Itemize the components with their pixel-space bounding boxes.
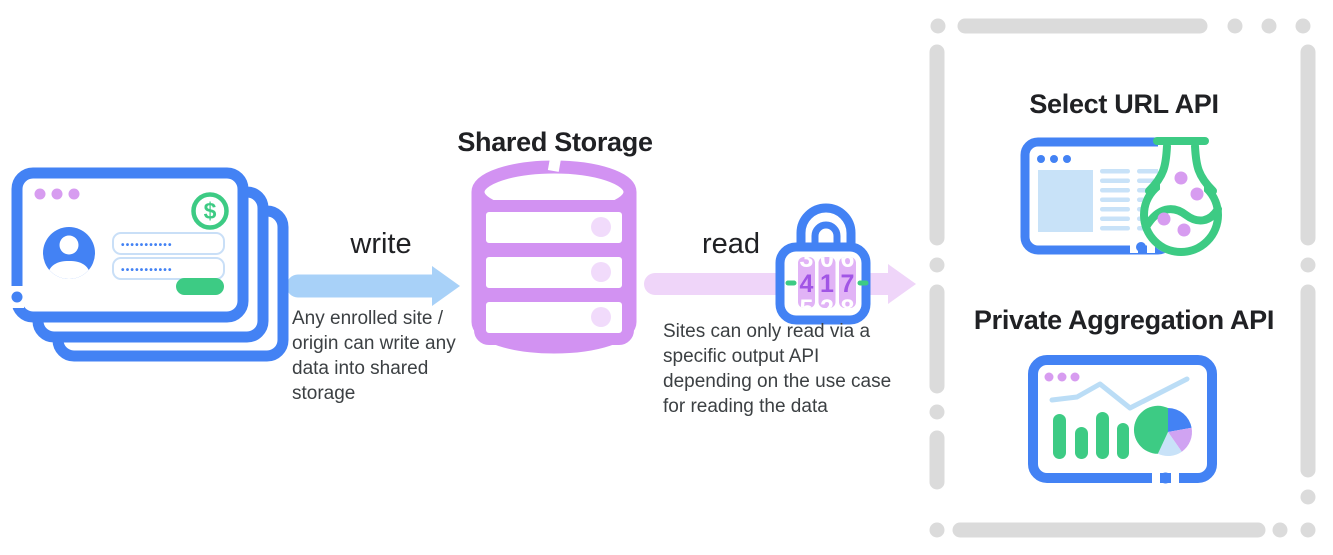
dial-digit-above: 3	[800, 245, 814, 273]
flask-icon	[1140, 137, 1222, 256]
lock-shackle	[796, 203, 856, 250]
lock-dials: 3 0 6 4 1 7 5 2 8	[785, 245, 869, 323]
password-field	[112, 232, 225, 255]
content-block	[1038, 170, 1093, 232]
shared-storage-title: Shared Storage	[457, 127, 653, 157]
line-chart-icon	[1049, 376, 1190, 411]
combination-lock-icon: 3 0 6 4 1 7 5 2 8	[775, 203, 871, 325]
border-dot	[11, 291, 23, 303]
dial-digit-above: 6	[841, 245, 855, 273]
private-aggregation-api-title: Private Aggregation API	[973, 305, 1275, 335]
border-dot	[1136, 242, 1146, 252]
password-field	[112, 257, 225, 280]
output-boundary-dashed-border	[929, 18, 1316, 538]
avatar-icon	[43, 227, 95, 279]
enrolled-sites-stack-icon: $ ••••••••••• •••••••••••	[10, 167, 289, 362]
password-dots: •••••••••••	[121, 240, 173, 251]
dial-digit-below: 2	[820, 295, 834, 323]
database-icon	[471, 157, 637, 354]
read-caption: Sites can only read via a specific outpu…	[663, 321, 892, 417]
select-url-api-icon	[1020, 137, 1222, 256]
password-dots: •••••••••••	[121, 265, 173, 276]
flask-bubbles	[1157, 171, 1204, 237]
dial-digit: 7	[841, 270, 855, 298]
submit-button	[176, 278, 224, 295]
dollar-glyph: $	[204, 198, 217, 224]
dial-digit-above: 0	[820, 245, 834, 273]
dial-digit-below: 5	[800, 295, 814, 323]
dollar-icon: $	[191, 192, 229, 230]
pie-chart-icon	[1133, 405, 1192, 457]
window-dots-icon	[1044, 372, 1080, 382]
dial-digit-below: 8	[841, 295, 855, 323]
bar-chart-icon	[1053, 412, 1129, 459]
window-dots-icon	[1037, 155, 1071, 163]
write-caption: Any enrolled site / origin can write any…	[292, 308, 456, 404]
read-label: read	[701, 228, 761, 260]
private-aggregation-api-icon	[1028, 355, 1217, 484]
border-dot	[1160, 472, 1171, 484]
write-label: write	[350, 228, 412, 260]
write-arrow-icon	[286, 266, 460, 306]
dial-digit: 1	[820, 270, 834, 298]
window-dots-icon	[34, 188, 80, 200]
select-url-api-title: Select URL API	[1029, 89, 1219, 119]
dial-digit: 4	[800, 270, 814, 298]
